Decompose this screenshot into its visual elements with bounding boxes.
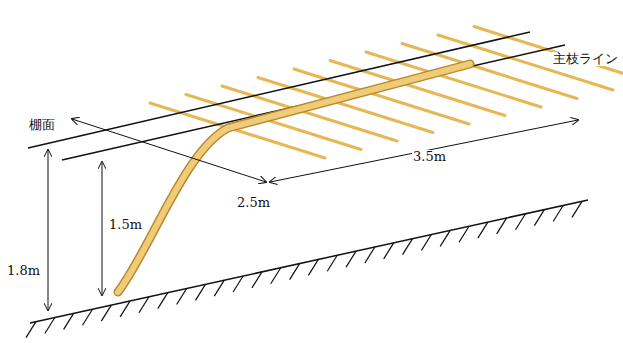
trellis-plane-label: 棚面 — [28, 118, 56, 132]
lateral-cane — [474, 27, 623, 82]
dimension-label: 1.8m — [6, 264, 41, 278]
dimension-label: 1.5m — [108, 218, 143, 232]
lateral-canes — [150, 27, 623, 159]
ground-line — [30, 200, 588, 323]
dimension-label: 2.5m — [236, 196, 271, 210]
dimension-arrow — [102, 162, 103, 295]
main-branch-label: 主枝ライン — [552, 52, 619, 66]
vine-trunk — [118, 64, 470, 292]
dimension-label: 3.5m — [412, 150, 447, 164]
dimension-arrow — [48, 150, 49, 310]
trellis-plane-line — [28, 32, 530, 148]
dimension-arrow — [270, 120, 578, 182]
ground-hatch — [26, 322, 36, 338]
ground-hatching — [26, 201, 582, 337]
vine-trunk-outline — [118, 64, 470, 292]
dimension-arrow — [72, 119, 266, 182]
